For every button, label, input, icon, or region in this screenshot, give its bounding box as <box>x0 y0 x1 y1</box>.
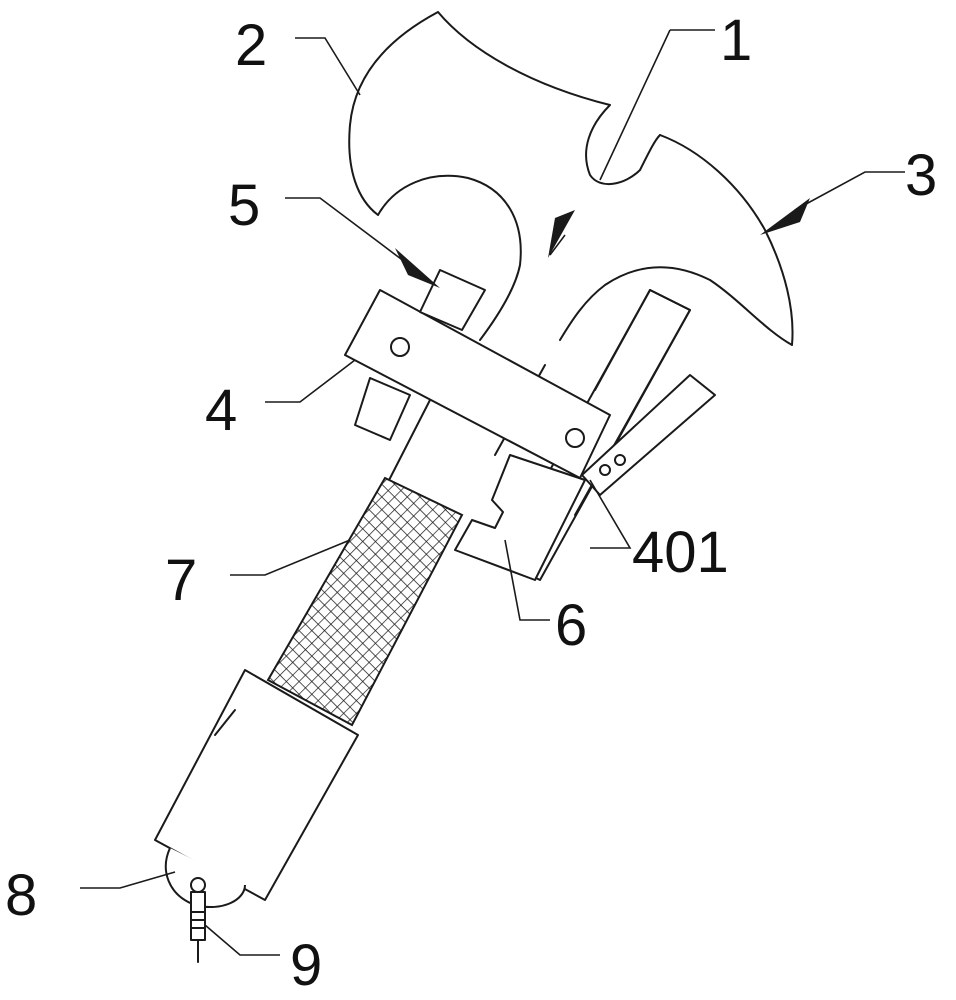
end-sleeve <box>154 669 359 901</box>
clamp-plate <box>344 289 611 479</box>
locking-tab <box>581 374 716 496</box>
knurled-grip <box>266 476 464 727</box>
ring-bolt <box>190 877 206 963</box>
label-5: 5 <box>228 173 260 238</box>
label-2: 2 <box>235 13 267 78</box>
label-1: 1 <box>720 8 752 73</box>
label-3: 3 <box>905 143 937 208</box>
axe-blade <box>348 11 661 341</box>
pick-spike <box>559 134 794 346</box>
leader-lines <box>80 29 905 956</box>
label-7: 7 <box>165 548 197 613</box>
label-9: 9 <box>290 933 322 998</box>
label-4: 4 <box>205 378 237 443</box>
label-6: 6 <box>555 593 587 658</box>
slider-block <box>454 454 586 581</box>
label-401: 401 <box>632 520 729 585</box>
label-8: 8 <box>5 863 37 928</box>
